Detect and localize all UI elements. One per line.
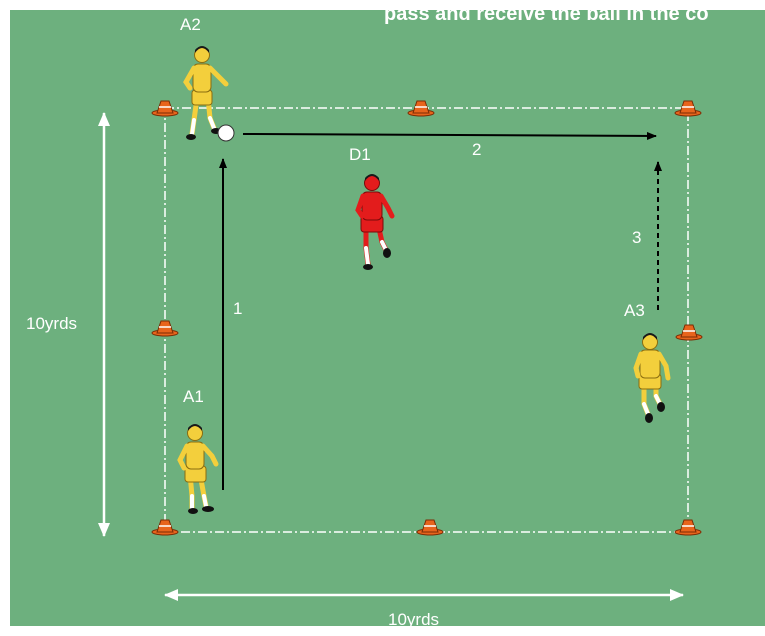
player-a3-label: A3 bbox=[624, 302, 645, 319]
cone-icon bbox=[676, 325, 702, 340]
pass-arrow-2 bbox=[243, 134, 656, 136]
cone-icon bbox=[152, 101, 178, 116]
pitch-canvas bbox=[10, 10, 765, 626]
grid-boundary bbox=[165, 108, 688, 532]
ball-icon bbox=[218, 125, 234, 141]
player-a3-icon bbox=[636, 333, 668, 423]
vertical-dimension-label: 10yrds bbox=[26, 315, 77, 332]
drill-caption: pass and receive the ball in the co bbox=[384, 10, 709, 24]
player-a2-icon bbox=[186, 46, 226, 140]
cone-icon bbox=[675, 520, 701, 535]
player-a1-label: A1 bbox=[183, 388, 204, 405]
move-3-label: 3 bbox=[632, 229, 641, 246]
cone-icon bbox=[152, 520, 178, 535]
horizontal-dimension-label: 10yrds bbox=[388, 611, 439, 626]
player-d1-icon bbox=[358, 174, 392, 270]
drill-diagram: pass and receive the ball in the co A2 D… bbox=[10, 10, 765, 626]
player-a2-label: A2 bbox=[180, 16, 201, 33]
move-1-label: 1 bbox=[233, 300, 242, 317]
player-a1-icon bbox=[180, 424, 216, 514]
move-2-label: 2 bbox=[472, 141, 481, 158]
cone-icon bbox=[152, 321, 178, 336]
cone-icon bbox=[417, 520, 443, 535]
player-d1-label: D1 bbox=[349, 146, 371, 163]
